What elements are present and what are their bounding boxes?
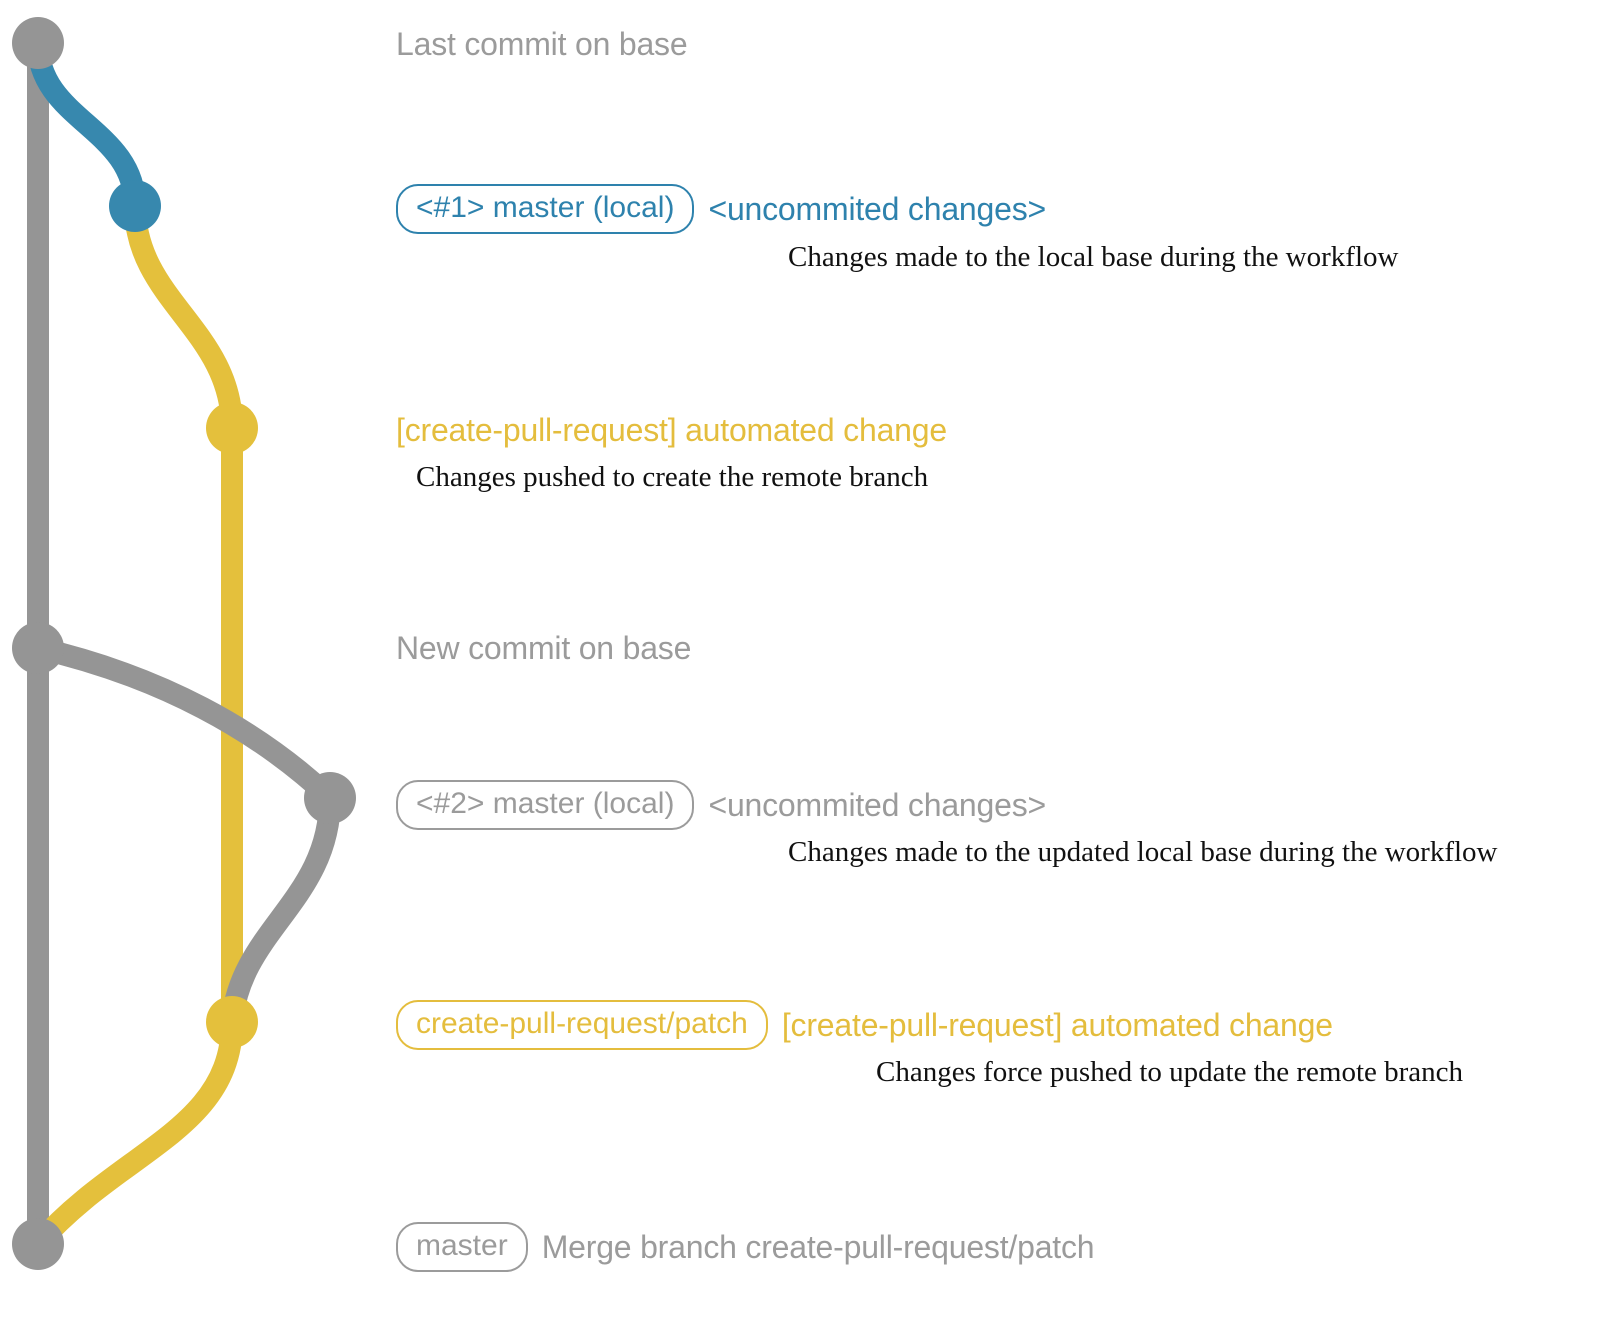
caption-patch-2: Changes force pushed to update the remot… <box>876 1056 1464 1088</box>
caption-patch-1: Changes pushed to create the remote bran… <box>416 461 929 493</box>
commit-node-local-2[interactable] <box>304 772 356 824</box>
ref-badge-master-local-2[interactable]: <#2> master (local) <box>396 780 695 830</box>
edge-local2-to-patch2 <box>221 787 341 1033</box>
commit-node-base-new[interactable] <box>12 622 64 674</box>
edge-local1-to-patch1 <box>124 195 243 439</box>
commit-subject-merge-branch: Merge branch create-pull-request/patch <box>541 1229 1095 1265</box>
commit-node-base-head[interactable] <box>12 17 64 69</box>
commit-subject-automated-change-1: [create-pull-request] automated change <box>396 412 947 448</box>
row-local-1: <#1> master (local) <uncommited changes> <box>396 184 1046 234</box>
row-local-2: <#2> master (local) <uncommited changes> <box>396 780 1046 830</box>
commit-subject-new-commit: New commit on base <box>396 630 692 666</box>
ref-badge-master[interactable]: master <box>396 1222 528 1272</box>
caption-local-2: Changes made to the updated local base d… <box>788 836 1498 868</box>
commit-node-patch-2[interactable] <box>206 996 258 1048</box>
row-master: master Merge branch create-pull-request/… <box>396 1222 1095 1272</box>
ref-badge-create-pull-request-patch[interactable]: create-pull-request/patch <box>396 1000 768 1050</box>
commit-node-master-merge[interactable] <box>12 1218 64 1270</box>
row-patch-1: [create-pull-request] automated change <box>396 414 947 446</box>
row-new-commit: New commit on base <box>396 632 691 664</box>
caption-local-1: Changes made to the local base during th… <box>788 241 1399 273</box>
commit-subject-uncommited-2: <uncommited changes> <box>708 787 1047 823</box>
edge-patch2-to-master <box>27 1011 243 1255</box>
commit-subject-last-commit: Last commit on base <box>396 26 688 62</box>
edge-basenew-to-local2 <box>27 637 341 809</box>
commit-node-local-1[interactable] <box>109 180 161 232</box>
ref-badge-master-local-1[interactable]: <#1> master (local) <box>396 184 695 234</box>
row-patch-2: create-pull-request/patch [create-pull-r… <box>396 1000 1333 1050</box>
commit-node-patch-1[interactable] <box>206 402 258 454</box>
row-last-commit: Last commit on base <box>396 26 688 62</box>
edge-base-to-local1 <box>27 32 146 217</box>
commit-subject-automated-change-2: [create-pull-request] automated change <box>781 1007 1333 1043</box>
commit-subject-uncommited-1: <uncommited changes> <box>708 191 1047 227</box>
